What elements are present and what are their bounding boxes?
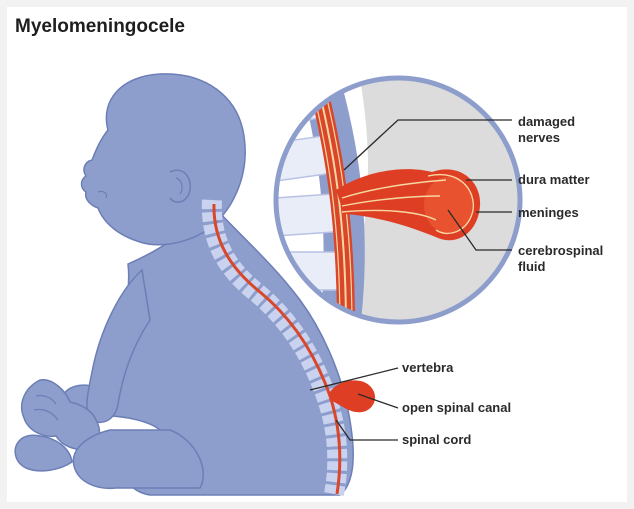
- label-cerebrospinal-fluid: cerebrospinal fluid: [518, 243, 603, 275]
- baby-ear: [170, 170, 190, 202]
- diagram-title: Myelomeningocele: [15, 16, 185, 38]
- label-csf-line1: cerebrospinal: [518, 243, 603, 259]
- label-damaged-nerves: damaged nerves: [518, 114, 575, 146]
- label-damaged-nerves-line2: nerves: [518, 130, 575, 146]
- label-spinal-cord: spinal cord: [402, 432, 471, 448]
- inset-csf: [424, 177, 472, 233]
- label-vertebra: vertebra: [402, 360, 453, 376]
- label-open-spinal-canal: open spinal canal: [402, 400, 511, 416]
- baby-leg: [73, 430, 203, 488]
- label-meninges: meninges: [518, 205, 579, 221]
- label-csf-line2: fluid: [518, 259, 603, 275]
- label-damaged-nerves-line1: damaged: [518, 114, 575, 130]
- label-dura-matter: dura matter: [518, 172, 590, 188]
